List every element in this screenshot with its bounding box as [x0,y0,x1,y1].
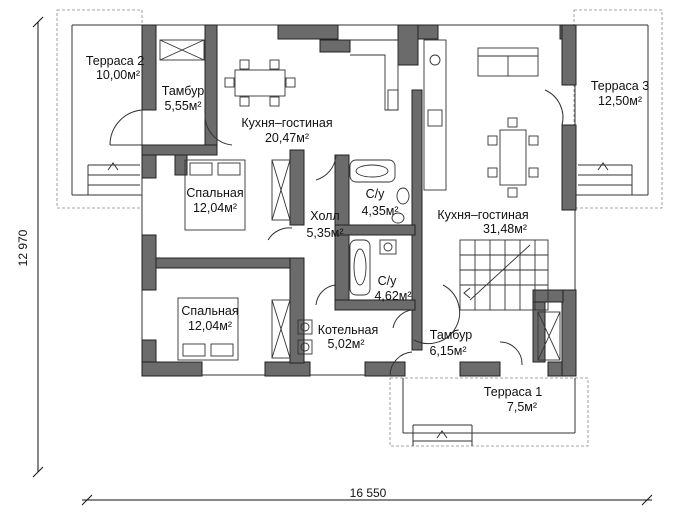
kitchen-counter-left-icon [350,39,399,111]
room-name: С/у [378,274,398,288]
room-area: 4,62м² [374,289,411,303]
room-area: 12,04м² [188,319,232,333]
room-name: Холл [310,209,339,223]
height-dimension-label: 12 970 [16,229,30,266]
room-name: Терраса 3 [591,79,649,93]
room-name: Спальная [181,304,238,318]
room-area: 5,35м² [306,226,343,240]
room-area: 12,04м² [193,201,237,215]
vestibule-left-wardrobe-icon [159,39,205,61]
bed-bottom-icon [177,297,239,361]
bathtub-top-icon [349,159,396,183]
height-dimension-line [32,16,44,478]
room-area: 31,48м² [483,222,527,236]
room-area: 10,00м² [96,68,140,82]
terrace-1-outline [389,377,589,447]
room-name: Котельная [318,323,379,337]
room-area: 5,02м² [327,337,364,351]
walls [141,24,577,377]
room-name: Кухня–гостиная [437,208,528,222]
room-area: 5,55м² [164,99,201,113]
dining-table-left-icon [224,59,296,107]
entrance-arrow-left [107,162,119,171]
boiler-equipment-icon [297,319,313,355]
terrace-3-outline [573,9,663,209]
doors [109,89,564,376]
width-dimension-label: 16 550 [350,486,387,500]
bed-top-icon [184,159,246,231]
room-area: 12,50м² [598,94,642,108]
room-name: С/у [366,187,386,201]
sofa-icon [477,47,539,77]
entrance-arrow-stair [463,287,471,299]
room-area: 4,35м² [361,204,398,218]
room-name: Тамбур [430,328,472,342]
room-area: 20,47м² [265,131,309,145]
dining-table-right-icon [487,117,539,198]
bathtub-bottom-icon [349,239,371,296]
wardrobe-bottom-icon [271,299,291,359]
room-name: Кухня–гостиная [241,116,332,130]
entrance-arrow-right [597,162,609,171]
width-dimension-line [81,494,653,506]
wardrobe-top-icon [271,159,291,221]
toilet-top-icon [391,187,410,224]
vestibule-right-wardrobe-icon [537,311,561,361]
staircase-icon [459,239,549,311]
room-area: 7,5м² [507,400,537,414]
room-name: Тамбур [162,84,204,98]
room-name: Терраса 2 [86,54,144,68]
sink-bottom-icon [379,239,397,255]
entrance-arrow-bottom [436,430,448,439]
kitchen-counter-right-icon [423,39,447,191]
terrace-2-outline [56,9,143,209]
room-area: 6,15м² [429,344,466,358]
room-name: Терраса 1 [484,385,542,399]
room-name: Спальная [186,186,243,200]
